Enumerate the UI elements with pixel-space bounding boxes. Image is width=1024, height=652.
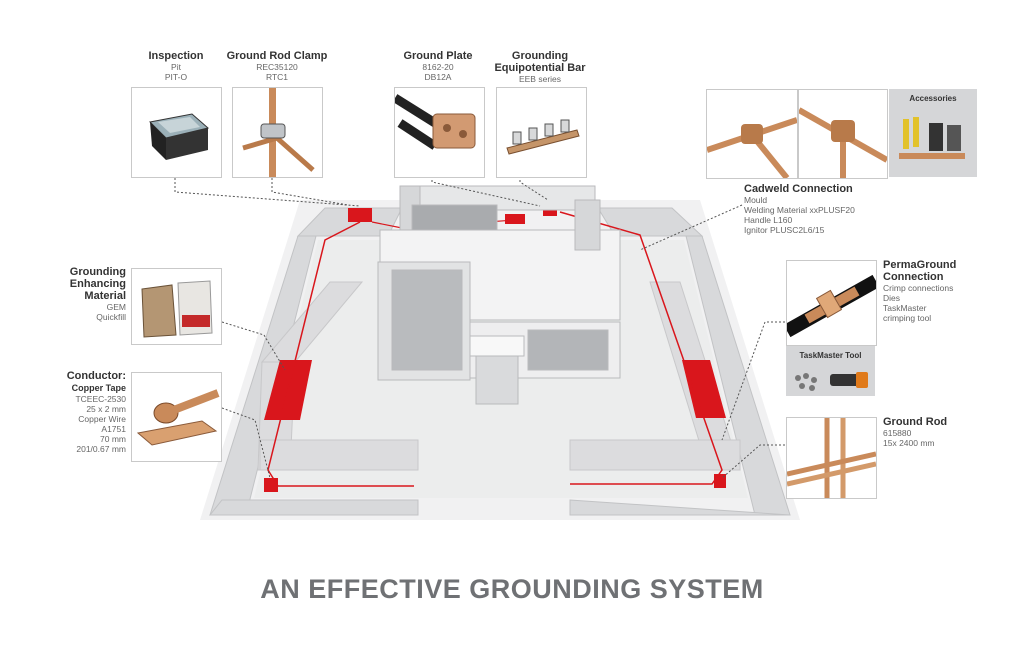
conductor-image [131,372,222,462]
crimp-connection-icon [787,274,876,338]
conductor-line-6: 201/0.67 mm [76,444,126,454]
permaground-title-2: Connection [883,271,944,283]
inspection-pit-icon [148,113,210,160]
inspection-line-2: PIT-O [164,72,188,82]
taskmaster-tool-title: TaskMaster Tool [799,351,862,360]
gem-image [131,268,222,345]
ground-rod-image [786,417,877,499]
equipotential-bar-icon [506,119,580,155]
ground-rod-clamp-image [232,87,323,178]
ground-rod-title: Ground Rod [883,416,948,428]
permaground-line-1: Crimp connections [883,283,954,293]
ground-rod-clamp-line-2: RTC1 [265,72,289,82]
ground-rod-clamp-title: Ground Rod Clamp [226,50,328,62]
permaground-line-2: Dies [883,293,901,303]
equipotential-bar-label: Grounding Equipotential Bar EEB series [490,50,590,84]
copper-conductor-icon [136,389,220,446]
ground-rod-label: Ground Rod 615880 15x 2400 mm [883,416,1003,448]
cadweld-line-2: Welding Material xxPLUSF20 [744,205,855,215]
red-trench-boxes [264,198,726,492]
conductor-line-5: 70 mm [100,434,126,444]
cadweld-title: Cadweld Connection [744,183,853,195]
conductor-title: Conductor: [66,370,126,382]
building [377,185,621,405]
conductor-line-4: A1751 [101,424,126,434]
page-title: AN EFFECTIVE GROUNDING SYSTEM [260,574,764,604]
gem-line-1: GEM [106,302,126,312]
gem-title-2: Enhancing [69,278,126,290]
ground-rod-line-1: 615880 [883,428,912,438]
accessories-title: Accessories [909,94,957,103]
permaground-title-1: PermaGround [883,259,957,271]
permaground-image [786,260,877,346]
ground-plate-icon [395,94,476,150]
inspection-line-1: Pit [171,62,181,72]
taskmaster-tool-panel: TaskMaster Tool [786,346,875,396]
gem-label: Grounding Enhancing Material GEM Quickfi… [40,266,126,322]
equipotential-bar-image [496,87,587,178]
ground-plate-line-1: 8162-20 [422,62,454,72]
grounding-conductor-line [267,221,414,487]
crimping-tool-icon [795,372,868,391]
equipotential-bar-title-2: Equipotential Bar [494,62,586,74]
cadweld-line-4: Ignitor PLUSC2L6/15 [744,225,825,235]
equipotential-bar-line-1: EEB series [518,74,562,84]
conductor-subtitle: Copper Tape [71,383,126,393]
ground-plate-title: Ground Plate [403,50,473,62]
cadweld-label: Cadweld Connection Mould Welding Materia… [744,183,894,235]
permaground-line-4: crimping tool [883,313,932,323]
permaground-line-3: TaskMaster [883,303,927,313]
gem-title-1: Grounding [69,266,126,278]
accessories-icon [899,117,965,159]
inspection-label: Inspection Pit PIT-O [128,50,224,82]
ground-rod-icon [787,418,876,498]
ground-rod-clamp-line-1: REC35120 [256,62,298,72]
ground-rod-clamp-label: Ground Rod Clamp REC35120 RTC1 [222,50,332,82]
ground-plate-line-2: DB12A [424,72,452,82]
cadweld-image-2 [798,89,888,179]
leader-lines [174,176,785,479]
gem-title-3: Material [84,290,126,302]
inspection-pit-image [131,87,222,178]
rod-clamp-icon [242,88,315,177]
equipotential-bar-title-1: Grounding [511,50,569,62]
accessories-panel: Accessories [889,89,977,177]
cadweld-image-1 [706,89,798,179]
gem-line-2: Quickfill [96,312,126,322]
ground-plate-label: Ground Plate 8162-20 DB12A [392,50,484,82]
gem-bags-icon [141,280,213,338]
conductor-line-2: 25 x 2 mm [86,404,126,414]
cadweld-splice-icon [799,107,887,178]
inspection-title: Inspection [148,50,204,62]
conductor-label: Conductor: Copper Tape TCEEC-2530 25 x 2… [40,370,126,454]
cadweld-line-1: Mould [744,195,768,205]
conductor-line-1: TCEEC-2530 [75,394,126,404]
conductor-line-3: Copper Wire [78,414,126,424]
cadweld-line-3: Handle L160 [744,215,793,225]
ground-plate-image [394,87,485,178]
ground-rod-line-2: 15x 2400 mm [883,438,935,448]
permaground-label: PermaGround Connection Crimp connections… [883,259,1003,323]
cadweld-tee-icon [707,117,797,178]
